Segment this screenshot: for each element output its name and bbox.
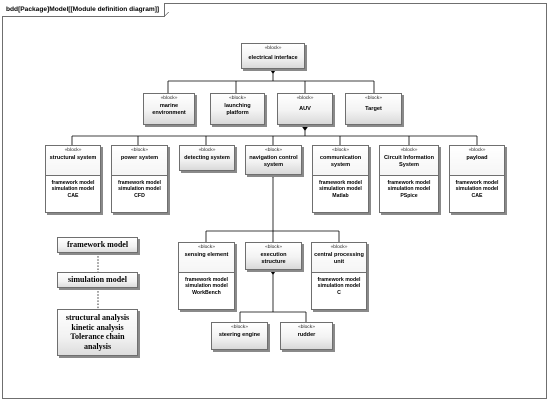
block-detecting-system[interactable]: «block» detecting system [179, 145, 235, 171]
block-power-system-details: framework model simulation model CFD [112, 175, 167, 212]
block-structural-system-details: framework model simulation model CAE [46, 175, 100, 212]
block-auv[interactable]: «block» AUV [277, 93, 333, 125]
legend-analysis-types: structural analysis kinetic analysis Tol… [57, 309, 138, 356]
block-electrical-interface[interactable]: «block» electrical interface [241, 43, 305, 69]
block-steering-engine[interactable]: «block» steering engine [211, 322, 268, 350]
block-central-processing-unit[interactable]: «block» central processing unit framewor… [311, 242, 367, 310]
block-target[interactable]: «block» Target [345, 93, 402, 125]
block-structural-system[interactable]: «block» structural system framework mode… [45, 145, 101, 213]
block-marine-environment[interactable]: «block» marine environment [143, 93, 195, 125]
legend-simulation-model: simulation model [57, 272, 138, 288]
legend-framework-model: framework model [57, 237, 138, 253]
block-payload[interactable]: «block» payload framework model simulati… [449, 145, 505, 213]
diagram-frame [2, 3, 547, 399]
block-rudder[interactable]: «block» rudder [280, 322, 333, 350]
block-sensing-element-details: framework model simulation model WorkBen… [179, 272, 234, 309]
block-communication-system-details: framework model simulation model Matlab [313, 175, 368, 212]
block-launching-platform[interactable]: «block» launching platform [210, 93, 265, 125]
block-payload-details: framework model simulation model CAE [450, 175, 504, 212]
block-circuit-information-system[interactable]: «block» Circuit Information System frame… [379, 145, 439, 213]
block-power-system[interactable]: «block» power system framework model sim… [111, 145, 168, 213]
block-execution-structure[interactable]: «block» execution structure [245, 242, 302, 270]
block-circuit-information-details: framework model simulation model PSpice [380, 175, 438, 212]
block-sensing-element[interactable]: «block» sensing element framework model … [178, 242, 235, 310]
block-communication-system[interactable]: «block» communication system framework m… [312, 145, 369, 213]
frame-title: bdd[Package]Model[[Module definition dia… [2, 3, 170, 17]
block-central-processing-details: framework model simulation model C [312, 272, 366, 309]
block-navigation-control-system[interactable]: «block» navigation control system [245, 145, 302, 175]
